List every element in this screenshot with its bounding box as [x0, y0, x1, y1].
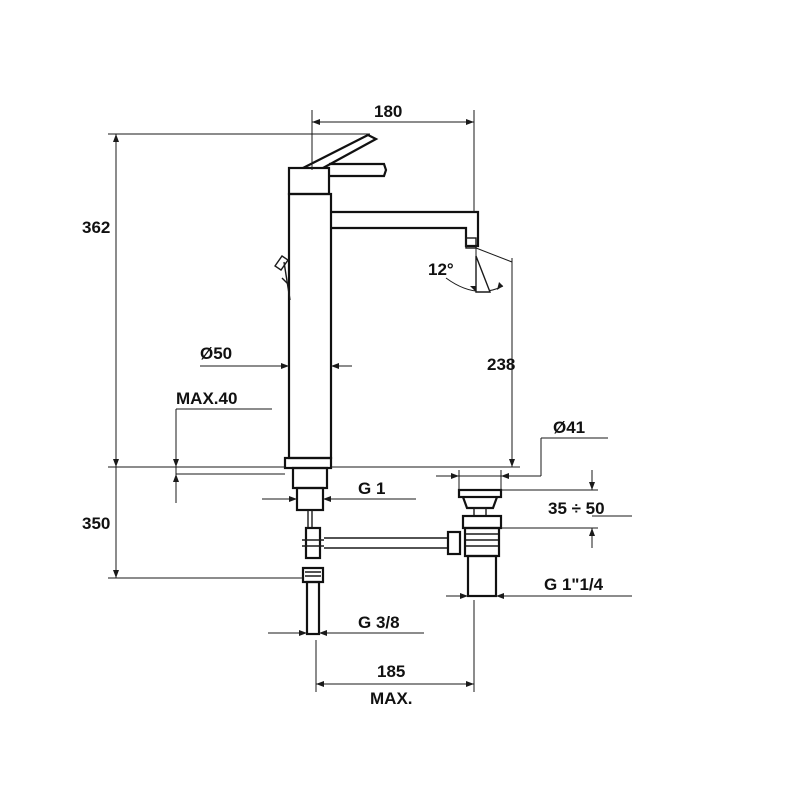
dim-max-deck-thickness — [173, 408, 285, 503]
label-spout-height: 238 — [487, 355, 515, 374]
label-spout-angle: 12° — [428, 260, 454, 279]
dim-shank-thread — [262, 496, 416, 502]
dim-drain-thread — [446, 593, 632, 599]
dim-drain-range — [501, 470, 632, 548]
label-below-deck-length: 350 — [82, 514, 110, 533]
label-rod-length: 185 — [377, 662, 405, 681]
pop-up-drain — [457, 488, 503, 598]
label-max-deck-thickness: MAX.40 — [176, 389, 237, 408]
label-rod-length-note: MAX. — [370, 689, 413, 708]
label-spout-reach: 180 — [374, 102, 402, 121]
dim-hose-thread — [268, 630, 424, 636]
label-total-height: 362 — [82, 218, 110, 237]
dim-below-deck-length — [108, 467, 303, 579]
label-drain-diameter: Ø41 — [553, 418, 585, 437]
label-hose-thread: G 3/8 — [358, 613, 400, 632]
label-shank-thread: G 1 — [358, 479, 385, 498]
dim-spout-angle — [445, 247, 513, 293]
faucet-body — [274, 133, 480, 636]
dim-rod-length — [315, 600, 475, 692]
dim-total-height — [108, 133, 370, 468]
label-body-diameter: Ø50 — [200, 344, 232, 363]
dim-body-diameter — [200, 363, 352, 369]
label-drain-thread: G 1"1/4 — [544, 575, 604, 594]
dim-drain-diameter — [436, 437, 608, 490]
label-drain-range: 35 ÷ 50 — [548, 499, 605, 518]
dim-spout-height — [331, 258, 520, 468]
dim-spout-reach — [311, 110, 475, 212]
